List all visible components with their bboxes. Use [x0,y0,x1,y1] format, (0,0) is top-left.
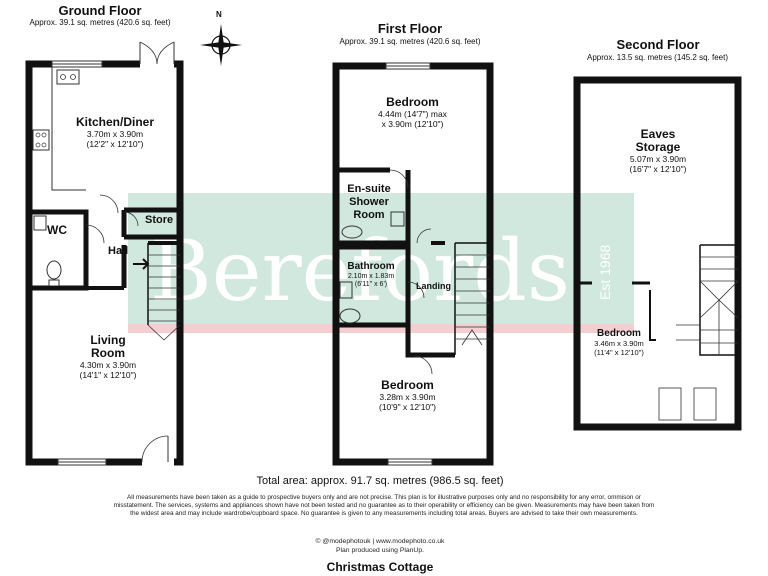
room-name-line: Room [91,346,125,360]
first-floor-plan [332,62,494,466]
room-name-landing: Landing [416,281,451,291]
room-dimension-metric: 4.44m (14'7") max [378,109,447,119]
credit-line: Plan produced using PlanUp. [335,547,425,554]
watermark-logo-text: Berefords [150,222,570,320]
room-dimension-metric: 5.07m x 3.90m [629,154,687,164]
room-label-eaves-storage: Eaves Storage 5.07m x 3.90m (16'7" x 12'… [598,127,718,175]
room-name: Kitchen/Diner [75,115,154,129]
room-dimension-imperial: (16'7" x 12'10") [629,164,687,174]
second-floor-plan [573,76,742,431]
room-label-bedroom-1: Bedroom 4.44m (14'7") max x 3.90m (12'10… [350,95,475,130]
room-dimension-metric: 4.30m x 3.90m [79,360,137,370]
room-name-line: Living [90,333,126,347]
disclaimer-text: All measurements have been taken as a gu… [113,494,655,518]
second-floor-title: Second Floor [616,37,700,52]
compass-icon [200,24,242,66]
room-label-living-room: Living Room 4.30m x 3.90m (14'1" x 12'10… [48,333,168,381]
second-floor-area: Approx. 13.5 sq. metres (145.2 sq. feet) [587,53,728,62]
room-label-en-suite: En-suite Shower Room [341,183,397,222]
ground-floor-plan [25,41,184,466]
compass-north-label: N [216,10,222,19]
watermark-est-text: Est 1968 [597,245,613,300]
room-name-line: Room [353,209,385,221]
watermark: Berefords Est 1968 [128,193,634,333]
room-name: Bedroom [381,378,434,392]
first-floor-title: First Floor [377,21,443,36]
room-dimension-metric: 3.46m x 3.90m [594,339,644,348]
room-dimension-imperial: (10'9" x 12'10") [378,402,436,412]
watermark-accent-band [128,324,634,333]
credit-line: © @modephotouk | www.modephoto.co.uk [315,538,445,545]
room-label-bedroom-3: Bedroom 3.46m x 3.90m (11'4" x 12'10") [580,328,658,357]
room-dimension-metric: 3.28m x 3.90m [379,392,436,402]
room-dimension-metric: 2.10m x 1.83m [347,273,395,280]
room-name-line: Eaves [640,127,676,141]
ground-floor-area: Approx. 39.1 sq. metres (420.6 sq. feet) [29,18,171,27]
room-dimension-imperial: (6'11" x 6') [354,281,388,288]
room-dimension-metric: 3.70m x 3.90m [86,129,144,139]
room-dimension-imperial: x 3.90m (12'10") [381,119,444,129]
room-name: Bedroom [597,328,641,339]
first-floor-area: Approx. 39.1 sq. metres (420.6 sq. feet) [339,37,481,46]
ground-floor-title: Ground Floor [58,3,142,18]
room-name-line: En-suite [347,183,391,195]
property-name: Christmas Cottage [326,560,434,574]
watermark-panel [128,193,634,324]
room-name: Bedroom [386,95,439,109]
room-name-line: Shower [349,196,389,208]
room-label-bathroom: Bathroom 2.10m x 1.83m (6'11" x 6') [340,260,402,289]
room-name-store: Store [145,214,174,226]
room-name-hall: Hall [108,245,129,257]
room-name-line: Storage [635,140,681,154]
room-name-wc: WC [47,223,67,237]
room-dimension-imperial: (12'2" x 12'10") [86,139,144,149]
room-label-bedroom-2: Bedroom 3.28m x 3.90m (10'9" x 12'10") [345,378,470,413]
room-name: Bathroom [347,261,395,272]
room-dimension-imperial: (14'1" x 12'10") [79,370,137,380]
room-dimension-imperial: (11'4" x 12'10") [594,348,644,357]
room-label-kitchen-diner: Kitchen/Diner 3.70m x 3.90m (12'2" x 12'… [60,115,170,150]
total-area: Total area: approx. 91.7 sq. metres (986… [256,475,504,487]
